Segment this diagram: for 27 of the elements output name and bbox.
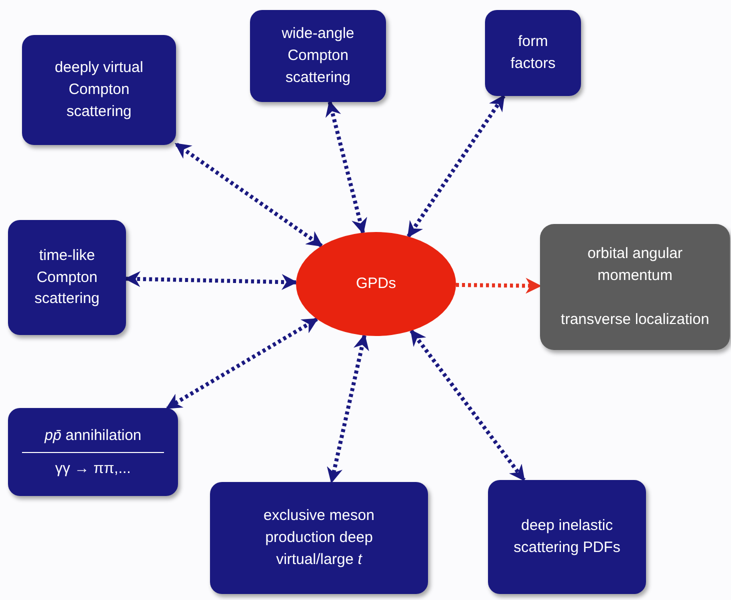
double-arrow: [326, 334, 370, 484]
node-label: deeply virtual Compton scattering: [54, 58, 144, 122]
double-arrow: [124, 271, 298, 290]
topic-box: [540, 224, 730, 350]
double-arrow: [406, 94, 506, 238]
node-label: transverse localization: [560, 310, 710, 330]
topic-box: [22, 35, 176, 145]
node-label: form factors: [509, 32, 556, 74]
node-label: γγ → ππ,...: [55, 458, 131, 478]
topic-box: [250, 10, 386, 102]
node-label: exclusive meson production deep virtual/large t: [262, 506, 376, 570]
node-label: orbital angular momentum: [586, 244, 684, 286]
topic-box: [485, 10, 581, 96]
node-label: pp̄ annihilation: [44, 426, 142, 446]
double-arrow: [410, 329, 526, 482]
topic-box: [210, 482, 428, 594]
double-arrow: [326, 100, 368, 234]
arrow: [456, 278, 542, 294]
node-label: time-like Compton scattering: [33, 246, 101, 310]
topic-box: [8, 408, 178, 496]
topic-box: [488, 480, 646, 594]
node-label: deep inelastic scattering PDFs: [512, 516, 622, 558]
node-label: wide-angle Compton scattering: [280, 24, 356, 88]
double-arrow: [174, 142, 323, 248]
double-arrow: [166, 317, 318, 410]
node-label: GPDs: [356, 274, 396, 294]
topic-box: [8, 220, 126, 335]
